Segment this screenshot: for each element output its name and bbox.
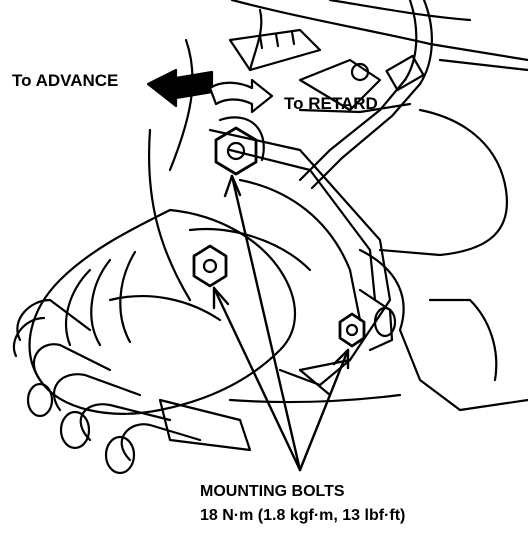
spark-plug-wires	[12, 294, 252, 475]
bolt-leader-lines	[212, 174, 350, 472]
advance-label: To ADVANCE	[12, 71, 119, 90]
distributor-body	[188, 116, 397, 397]
advance-arrow-icon	[146, 68, 214, 108]
engine-housing	[147, 0, 528, 412]
retard-label: To RETARD	[284, 94, 378, 113]
mounting-bolts-label: MOUNTING BOLTS	[200, 483, 345, 500]
middle-mounting-bolt	[192, 244, 228, 288]
vacuum-hoses	[298, 0, 433, 190]
clamp-bracket	[228, 28, 382, 112]
retard-arrow-icon	[208, 78, 274, 114]
upper-mounting-bolt	[214, 126, 258, 176]
lower-mounting-bolt	[338, 312, 366, 348]
torque-spec-label: 18 N·m (1.8 kgf·m, 13 lbf·ft)	[200, 507, 406, 524]
